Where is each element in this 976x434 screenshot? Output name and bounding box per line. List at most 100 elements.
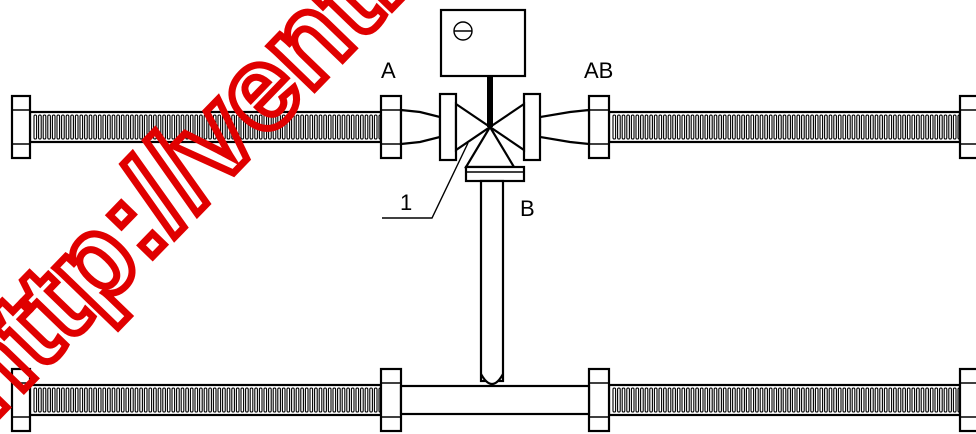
- actuator-housing: [439, 8, 527, 78]
- hose-rib: [805, 114, 810, 140]
- hose-rib: [341, 114, 346, 140]
- hose-rib: [337, 114, 341, 140]
- hose-rib: [102, 387, 107, 413]
- hose-rib: [948, 387, 952, 413]
- hose-rib: [948, 114, 952, 140]
- hose-rib: [870, 114, 874, 140]
- hose-rib: [902, 387, 906, 413]
- hose-rib: [263, 387, 268, 413]
- hose-rib: [153, 114, 157, 140]
- hose-rib: [277, 387, 281, 413]
- hose-rib: [346, 387, 350, 413]
- valve-flange-ab: [522, 92, 542, 162]
- hose-rib: [212, 387, 217, 413]
- hose-rib: [350, 114, 355, 140]
- hose-rib: [897, 387, 902, 413]
- watermark-url: http://ventilation: [0, 0, 650, 434]
- hose-rib: [231, 387, 235, 413]
- hose-rib: [649, 114, 653, 140]
- hose-rib: [97, 114, 102, 140]
- hose-rib: [249, 387, 254, 413]
- hose-rib: [143, 387, 148, 413]
- hose-rib: [212, 114, 217, 140]
- hose-rib: [727, 114, 732, 140]
- hose-rib: [764, 387, 768, 413]
- hose-rib: [47, 114, 51, 140]
- hose-rib: [939, 387, 943, 413]
- hose-rib: [93, 387, 97, 413]
- hose-rib: [176, 114, 180, 140]
- hose-rib: [755, 114, 759, 140]
- hose-rib: [360, 114, 364, 140]
- hose-rib: [824, 114, 828, 140]
- hose-rib: [741, 387, 745, 413]
- hose-top-left: [28, 110, 383, 144]
- hose-rib: [810, 387, 814, 413]
- hose-rib: [644, 114, 649, 140]
- hose-rib: [42, 114, 47, 140]
- hose-rib: [120, 387, 125, 413]
- hose-rib: [819, 114, 824, 140]
- hose-rib: [902, 114, 906, 140]
- hose-rib: [791, 387, 796, 413]
- hose-rib: [897, 114, 902, 140]
- hose-rib: [194, 114, 199, 140]
- hose-rib: [695, 387, 699, 413]
- hose-rib: [56, 114, 61, 140]
- hose-rib: [778, 114, 782, 140]
- hose-rib: [787, 114, 791, 140]
- hose-rib: [916, 114, 920, 140]
- hose-rib: [939, 114, 943, 140]
- hose-rib: [291, 387, 295, 413]
- hose-rib: [139, 387, 143, 413]
- hose-rib: [801, 387, 805, 413]
- hose-rib: [38, 387, 42, 413]
- hose-rib: [346, 114, 350, 140]
- hose-rib: [258, 114, 263, 140]
- hose-rib: [722, 114, 727, 140]
- hose-top-right: [607, 110, 962, 144]
- hose-rib: [621, 114, 626, 140]
- hose-rib: [893, 387, 897, 413]
- hose-rib: [272, 387, 277, 413]
- adapter-port-a: [399, 108, 442, 146]
- hose-rib: [364, 387, 369, 413]
- hose-rib: [65, 114, 70, 140]
- hose-rib: [883, 114, 888, 140]
- hose-rib: [681, 387, 686, 413]
- hose-rib: [745, 114, 750, 140]
- hose-rib: [906, 114, 911, 140]
- hex-nut-bottom-right-end: [958, 367, 976, 433]
- hose-rib: [612, 114, 617, 140]
- hose-rib: [180, 114, 185, 140]
- hose-rib: [709, 114, 713, 140]
- hose-rib: [690, 114, 695, 140]
- hose-rib: [851, 387, 856, 413]
- hose-rib: [644, 387, 649, 413]
- hose-rib: [888, 114, 893, 140]
- hex-nut-port-ab: [587, 94, 611, 160]
- hose-rib: [621, 387, 626, 413]
- hose-rib: [810, 114, 814, 140]
- hose-rib: [74, 114, 79, 140]
- hose-rib: [208, 387, 212, 413]
- hose-rib: [203, 387, 208, 413]
- hose-rib: [295, 387, 300, 413]
- hose-rib: [750, 114, 755, 140]
- hose-rib: [718, 114, 722, 140]
- hose-rib: [88, 114, 93, 140]
- hose-rib: [180, 387, 185, 413]
- hose-rib: [277, 114, 281, 140]
- hose-rib: [268, 387, 272, 413]
- hose-rib: [245, 114, 249, 140]
- hose-rib: [630, 114, 635, 140]
- hose-rib: [226, 387, 231, 413]
- hose-rib: [791, 114, 796, 140]
- hose-rib: [199, 387, 203, 413]
- hose-rib: [120, 114, 125, 140]
- hose-rib: [309, 114, 314, 140]
- hose-rib: [254, 387, 258, 413]
- hose-rib: [782, 114, 787, 140]
- actuator-slot-icon: [453, 21, 473, 41]
